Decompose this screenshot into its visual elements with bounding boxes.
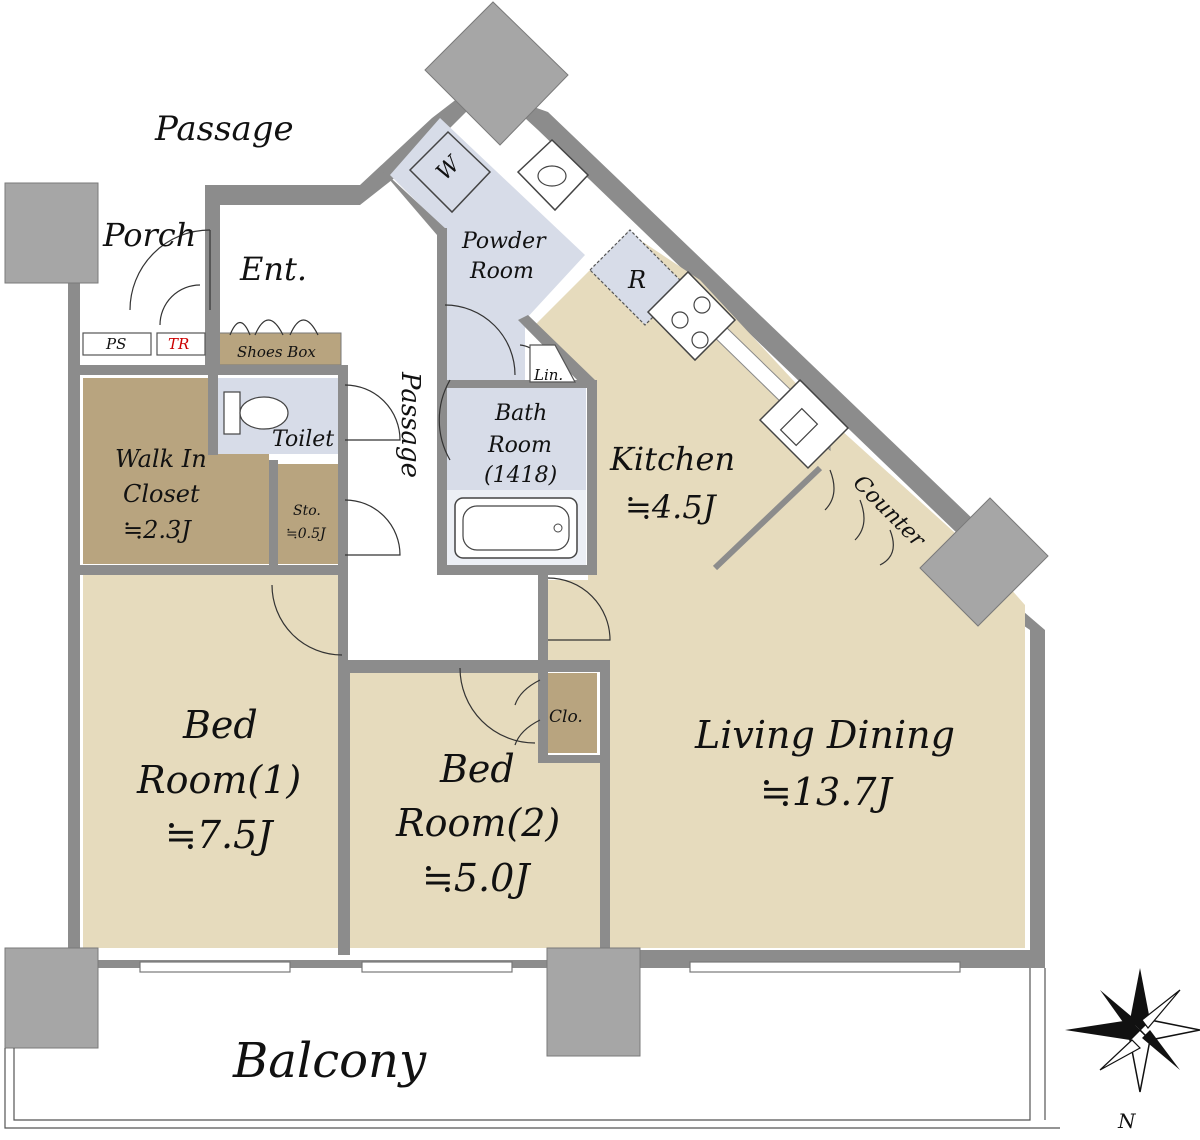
pillar-top-left — [4, 182, 99, 284]
porch-label: Porch — [102, 216, 196, 254]
fixtures — [82, 130, 850, 559]
pillar-right — [919, 497, 1049, 627]
passage-top-label: Passage — [154, 109, 294, 149]
living-dining-label: Living Dining — [694, 713, 955, 757]
pillar-bottom-middle — [546, 947, 641, 1057]
kitchen-divider — [712, 465, 823, 571]
storage-area — [278, 464, 338, 564]
passage-inner-label: Passage — [395, 371, 425, 478]
outer-wall — [68, 95, 1045, 968]
windows — [139, 961, 961, 973]
bath-room-size: (1418) — [484, 463, 557, 488]
linen-label: Lin. — [533, 366, 563, 384]
bath-room-label-line2: Room — [487, 433, 552, 458]
interior-walls — [68, 172, 610, 955]
shoes-box-area — [218, 332, 342, 366]
wic-label-line2: Closet — [123, 480, 200, 508]
bath-room-area — [446, 388, 586, 490]
compass-rose-icon — [1065, 968, 1200, 1093]
living-dining-size: ≒13.7J — [760, 770, 893, 814]
balcony-outline — [4, 968, 1060, 1129]
bed-room-2-label-line2: Room(2) — [395, 801, 560, 845]
bed-room-2-size: ≒5.0J — [422, 856, 531, 900]
toilet-label: Toilet — [272, 427, 334, 452]
storage-size: ≒0.5J — [286, 526, 327, 542]
wic-size: ≒2.3J — [123, 516, 192, 544]
refrigerator-label: R — [627, 266, 646, 294]
kitchen-size: ≒4.5J — [625, 488, 718, 526]
living-dining-area — [535, 232, 1025, 948]
powder-room-label-line2: Room — [469, 259, 534, 284]
entrance-label: Ent. — [239, 250, 307, 288]
ps-label: PS — [105, 335, 126, 353]
pillar-bottom-left — [4, 947, 99, 1049]
bed-room-1-size: ≒7.5J — [165, 813, 274, 857]
bed-room-1-label-line1: Bed — [182, 703, 258, 747]
bed-room-2-area — [350, 673, 600, 948]
kitchen-label: Kitchen — [609, 440, 735, 478]
pillar-top — [424, 1, 569, 146]
storage-label: Sto. — [293, 503, 321, 519]
closet-label: Clo. — [549, 707, 583, 727]
powder-room-label-line1: Powder — [461, 229, 547, 254]
tr-label: TR — [168, 335, 189, 353]
wic-label-line1: Walk In — [115, 445, 207, 473]
compass-north-label: N — [1117, 1109, 1137, 1133]
shoes-box-label: Shoes Box — [237, 343, 316, 361]
bed-room-1-label-line2: Room(1) — [136, 758, 301, 802]
balcony-label: Balcony — [232, 1033, 427, 1089]
door-swings — [129, 229, 894, 746]
bed-room-2-label-line1: Bed — [439, 747, 515, 791]
bath-room-label-line1: Bath — [494, 401, 547, 426]
closet-area — [547, 673, 597, 753]
